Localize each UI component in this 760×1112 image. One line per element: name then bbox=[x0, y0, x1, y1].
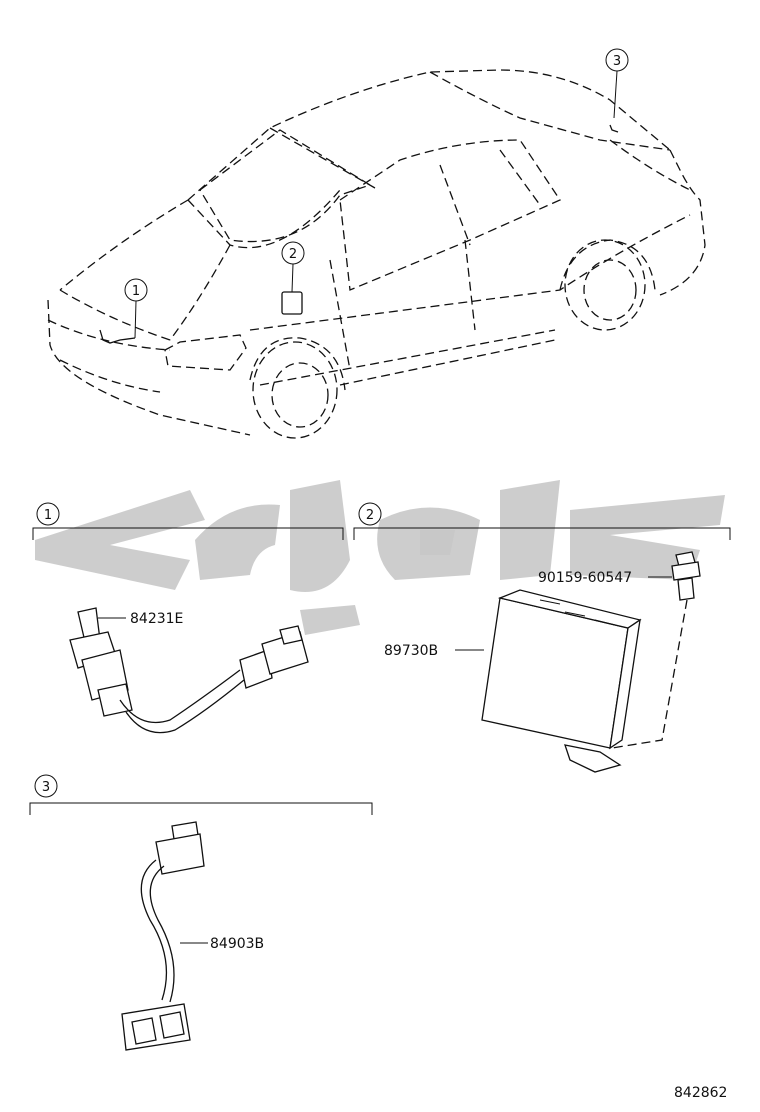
svg-text:1: 1 bbox=[132, 284, 140, 299]
svg-text:84903B: 84903B bbox=[210, 936, 264, 952]
svg-text:3: 3 bbox=[613, 54, 621, 69]
svg-text:84231E: 84231E bbox=[130, 611, 183, 627]
car-part-2 bbox=[281, 291, 303, 315]
callout-1: 1 bbox=[124, 278, 148, 339]
car-outline bbox=[47, 69, 706, 439]
svg-text:1: 1 bbox=[44, 508, 52, 523]
section-3-header: 3 bbox=[29, 774, 373, 815]
svg-text:3: 3 bbox=[42, 780, 50, 795]
part-89730B: 89730B bbox=[384, 589, 642, 773]
figure-number: 842862 bbox=[674, 1085, 727, 1101]
callout-2: 2 bbox=[281, 241, 305, 293]
svg-text:90159-60547: 90159-60547 bbox=[538, 570, 632, 586]
part-90159-60547: 90159-60547 bbox=[538, 551, 701, 749]
section-2-header: 2 bbox=[353, 502, 731, 540]
svg-text:89730B: 89730B bbox=[384, 643, 438, 659]
svg-text:2: 2 bbox=[366, 508, 374, 523]
section-1-header: 1 bbox=[32, 502, 344, 540]
callout-3: 3 bbox=[605, 48, 629, 119]
part-84903B: 84903B bbox=[121, 821, 264, 1051]
svg-text:2: 2 bbox=[289, 247, 297, 262]
part-84231E: 84231E bbox=[69, 607, 309, 734]
